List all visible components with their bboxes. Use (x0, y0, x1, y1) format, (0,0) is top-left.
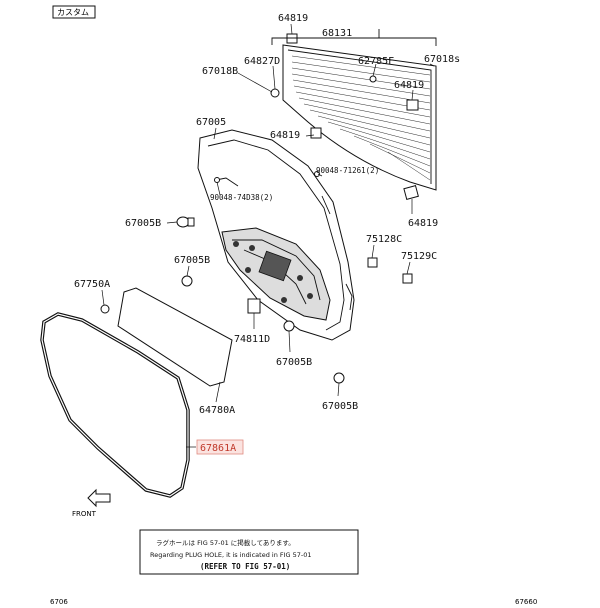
stopper-67005b-bottom-right (333, 372, 345, 384)
label-90048-a: 90048-71261(2) (316, 166, 379, 175)
screw-90048-a (314, 171, 320, 177)
label-64827d: 64827D (244, 56, 280, 67)
label-75128c: 75128C (366, 234, 402, 245)
header-tag-box (52, 5, 96, 19)
plug-74811d (247, 298, 261, 314)
stopper-67005b-left (176, 216, 195, 228)
front-label: FRONT (72, 510, 97, 518)
label-67005-top: 67005 (196, 117, 226, 128)
clip-64819-mid (310, 127, 322, 139)
stopper-67005b-bottom (283, 320, 295, 332)
screw-90048-b (214, 177, 220, 183)
label-62785f: 62785F (358, 56, 394, 67)
label-64819-top: 64819 (278, 13, 308, 24)
label-68131: 68131 (322, 28, 352, 39)
label-64819-mid: 64819 (270, 130, 300, 141)
label-67005b-bottom: 67005B (276, 357, 312, 368)
note-line-1: ラグホールは FIG 57-01 に掲載してあります。 (156, 538, 295, 547)
back-door-panel (197, 129, 355, 341)
front-arrow-icon (87, 488, 111, 508)
label-74811d: 74811D (234, 334, 270, 345)
label-67005b-left: 67005B (125, 218, 161, 229)
note-line-3: (REFER TO FIG 57-01) (200, 562, 290, 571)
stopper-67005b-mid (181, 275, 193, 287)
rear-glass (282, 44, 437, 191)
clip-64819-low (403, 185, 419, 200)
highlight-box (196, 439, 244, 455)
footer-left: 6706 (50, 598, 68, 606)
clip-64819-right (406, 99, 419, 111)
label-64819-low: 64819 (408, 218, 438, 229)
label-64780a: 64780A (199, 405, 235, 416)
note-box (139, 529, 359, 575)
bolt-67018b (270, 88, 280, 98)
label-67005b-mid: 67005B (174, 255, 210, 266)
label-64819-right: 64819 (394, 80, 424, 91)
label-67018s: 67018s (424, 54, 460, 65)
label-75129c: 75129C (401, 251, 437, 262)
clip-67750a (100, 304, 110, 314)
stud-62785f (369, 75, 377, 83)
label-67861a[interactable]: 67861A (200, 443, 236, 454)
leader-lines (101, 23, 435, 448)
service-hole-cover (117, 287, 233, 387)
label-67005b-bottom-right: 67005B (322, 401, 358, 412)
clip-64819-top (286, 33, 298, 44)
note-line-2: Regarding PLUG HOLE, it is indicated in … (150, 551, 312, 559)
plug-75129c (402, 273, 413, 284)
label-67750a: 67750A (74, 279, 110, 290)
footer-right: 67660 (515, 598, 537, 606)
label-67018b: 67018B (202, 66, 238, 77)
header-tag: カスタム (57, 8, 89, 17)
bracket-68131 (271, 37, 437, 46)
label-90048-b: 90048-74D38(2) (210, 193, 273, 202)
weatherstrip (40, 312, 190, 498)
plug-75128c (367, 257, 378, 268)
